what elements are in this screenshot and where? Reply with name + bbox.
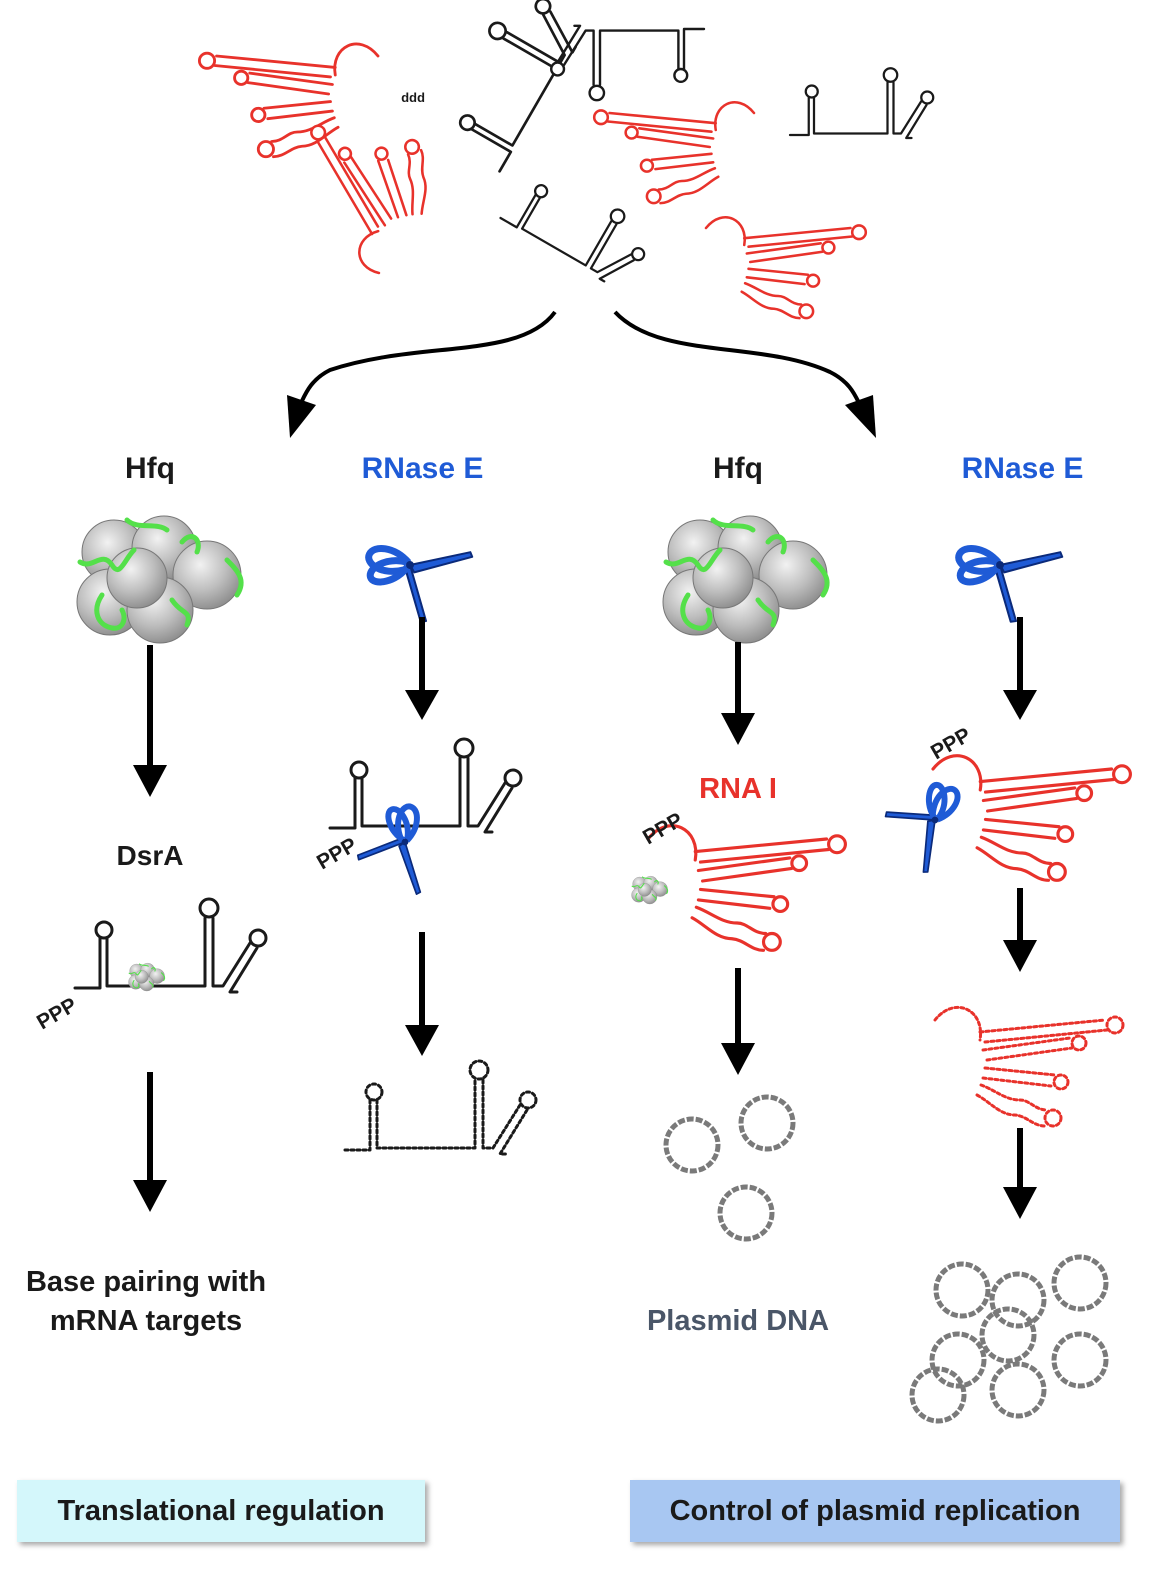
arrowhead-col4-b xyxy=(1003,940,1037,972)
col2-title: RNase E xyxy=(361,452,484,485)
scissors-icon xyxy=(356,527,473,630)
hfq-hexamer-icon-2 xyxy=(663,516,827,643)
hfq-hexamer-icon xyxy=(77,516,241,643)
arrowhead-col2-b xyxy=(405,1025,439,1056)
degraded-rna1-icon xyxy=(933,1005,1125,1128)
arrowhead-col4-a xyxy=(1003,690,1037,720)
plasmid-circle-icon xyxy=(741,1097,793,1149)
plasmid-dna-label: Plasmid DNA xyxy=(646,1305,830,1337)
plasmid-circle-icon xyxy=(666,1119,718,1171)
col1-title: Hfq xyxy=(125,452,175,485)
top-rna-cluster: ppp xyxy=(197,0,935,320)
col3-title: Hfq xyxy=(713,452,763,485)
scissors-cleaving-icon-2 xyxy=(871,765,976,874)
ppp-label: ppp xyxy=(401,92,425,107)
branch-arrow-right xyxy=(613,310,862,406)
arrowhead-col3-a xyxy=(721,713,755,745)
dsra-rna-icon xyxy=(73,897,268,994)
ppp-label-col2: PPP xyxy=(313,833,361,874)
outcome-line1: Base pairing with xyxy=(25,1266,267,1298)
arrowhead-col2-a xyxy=(405,690,439,720)
rna1-cleaving-icon xyxy=(931,754,1132,882)
box-translational-regulation: Translational regulation xyxy=(17,1480,425,1542)
dsra-label: DsrA xyxy=(116,840,184,871)
col4-title: RNase E xyxy=(961,452,1084,485)
box-plasmid-replication: Control of plasmid replication xyxy=(630,1480,1120,1542)
arrowhead-col3-b xyxy=(721,1043,755,1075)
branch-arrowhead-left xyxy=(287,395,316,438)
dsra-rna-cleaving-icon xyxy=(328,737,523,834)
scissors-icon-2 xyxy=(946,527,1063,630)
branch-arrowhead-right xyxy=(845,395,876,438)
ppp-label-col1: PPP xyxy=(33,993,81,1034)
rna1-label: RNA I xyxy=(699,773,777,805)
scissors-cleaving-icon xyxy=(353,799,435,895)
arrowhead-col1-b xyxy=(133,1180,167,1212)
hfq-bound-icon-2 xyxy=(630,875,669,905)
arrowhead-col1-a xyxy=(133,765,167,797)
plasmid-circle-icon xyxy=(720,1187,772,1239)
outcome-line2: mRNA targets xyxy=(49,1305,243,1337)
arrowhead-col4-c xyxy=(1003,1187,1037,1219)
ppp-label-col3: PPP xyxy=(639,808,687,849)
rna1-icon xyxy=(646,824,847,952)
degraded-rna-icon xyxy=(343,1059,538,1156)
branch-arrow-left xyxy=(298,310,557,406)
plasmid-cluster xyxy=(912,1257,1106,1421)
